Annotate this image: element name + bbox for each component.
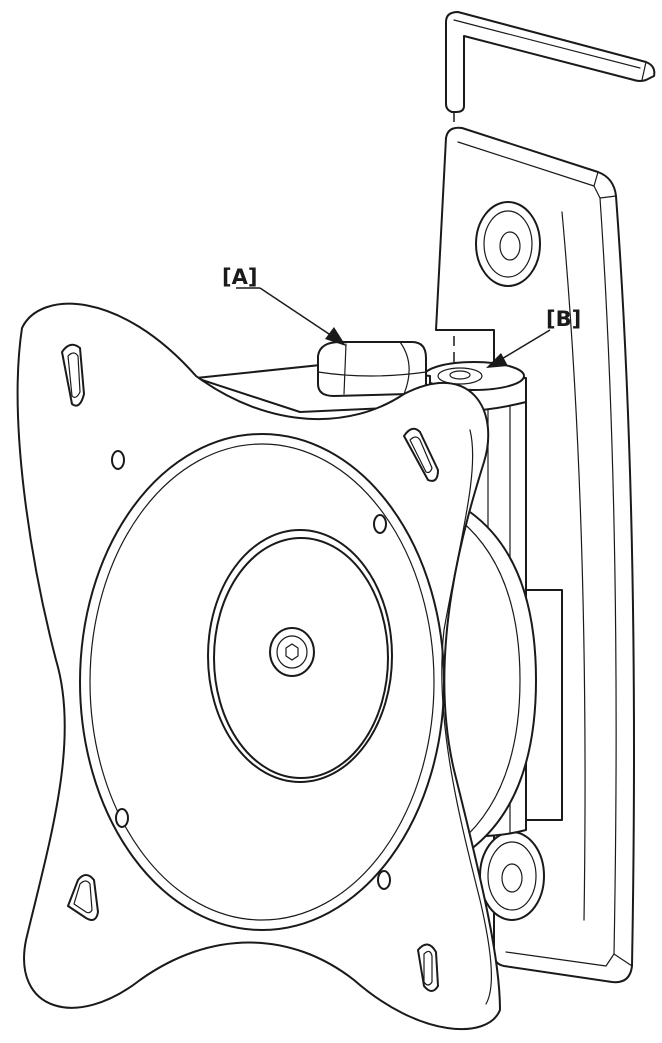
faceplate-slot-top-right — [403, 427, 439, 482]
wall-plate — [435, 126, 635, 984]
faceplate-slot-bottom-left — [67, 874, 99, 921]
faceplate-hole-left-lower — [115, 808, 129, 828]
allen-key — [445, 11, 656, 113]
faceplate-hole-left-upper — [111, 450, 125, 470]
callout-a-label: [A] — [222, 265, 257, 289]
tilt-disc — [459, 511, 537, 851]
tension-knob — [317, 341, 427, 397]
callout-a: [A] — [222, 265, 346, 346]
wall-plate-screw-hole-bottom — [479, 831, 545, 921]
faceplate-outer-ring — [79, 433, 445, 931]
faceplate-hole-right-lower — [377, 870, 391, 890]
faceplate-slot-top-left — [61, 343, 85, 407]
callout-b-label: [B] — [546, 307, 581, 331]
faceplate-hole-right-upper — [373, 514, 387, 534]
wall-plate-screw-hole-top — [475, 201, 541, 287]
callout-b: [B] — [486, 307, 581, 368]
center-hex-screw — [269, 627, 315, 677]
faceplate-slot-bottom-right — [417, 943, 439, 992]
